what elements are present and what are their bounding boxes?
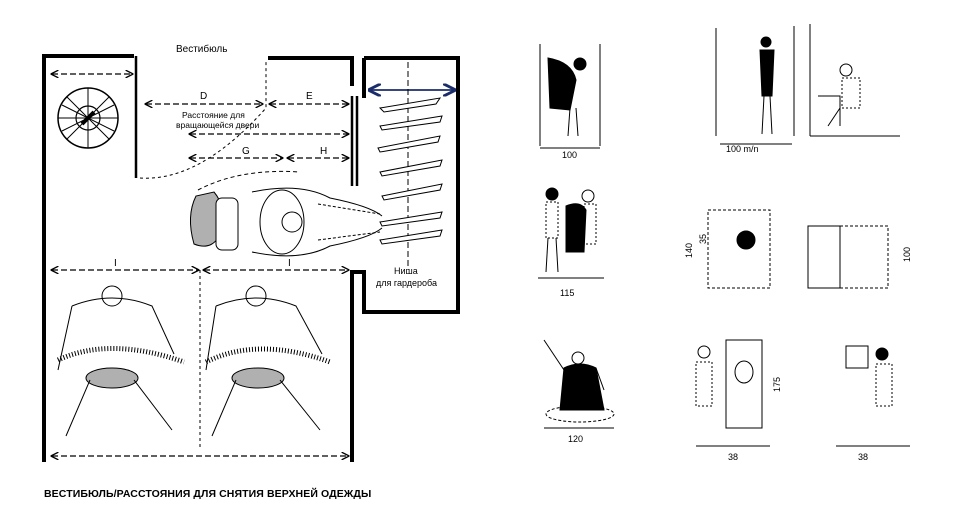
dim-G: G: [242, 146, 250, 157]
plan-title: Вестибюль: [176, 43, 227, 55]
svg-text:35: 35: [698, 234, 708, 244]
svg-text:120: 120: [568, 434, 583, 444]
dim-E: E: [306, 91, 313, 102]
figure-picture: 38: [836, 345, 910, 462]
walls: [42, 54, 460, 462]
dim-H: H: [320, 146, 327, 157]
figure-coat-off: 100: [539, 44, 601, 160]
inner-walls: [134, 56, 359, 186]
figure-wardrobe-plan: 100: [807, 225, 912, 289]
figure-standing: 100 m/n: [715, 26, 795, 154]
svg-text:100: 100: [902, 247, 912, 262]
figure-top-view: 140 35: [684, 209, 771, 289]
niche-label-2: для гардероба: [376, 278, 437, 288]
svg-text:100: 100: [562, 150, 577, 160]
svg-text:175: 175: [772, 377, 782, 392]
svg-text:140: 140: [684, 243, 694, 258]
wardrobe-niche: Ниша для гардероба: [370, 62, 454, 288]
revolving-door: [57, 87, 119, 149]
dim-I-left: I: [114, 258, 117, 269]
dim-D: D: [200, 91, 207, 102]
svg-text:115: 115: [560, 288, 574, 298]
door-label-1: Расстояние для: [182, 110, 245, 120]
svg-text:100 m/n: 100 m/n: [726, 144, 759, 154]
dimension-lines: [52, 74, 348, 456]
niche-label-1: Ниша: [394, 266, 418, 276]
figure-mirror: 175 38: [695, 339, 782, 462]
svg-text:38: 38: [858, 452, 868, 462]
svg-text:38: 38: [728, 452, 738, 462]
figure-coat-swing: 120: [543, 339, 615, 444]
people-with-coats: [56, 285, 331, 437]
figure-seated: [809, 24, 900, 137]
vestibule-plan: Вестибюль D E G H I I Расстояние для: [42, 43, 460, 462]
figures-panel: 100 100 m/n: [538, 24, 912, 462]
door-label-2: вращающейся двери: [176, 120, 259, 130]
person-top-view: [190, 170, 383, 257]
caption: ВЕСТИБЮЛЬ/РАССТОЯНИЯ ДЛЯ СНЯТИЯ ВЕРХНЕЙ …: [44, 488, 372, 500]
dim-I-right: I: [288, 258, 291, 269]
figure-two-people: 115: [538, 187, 604, 298]
